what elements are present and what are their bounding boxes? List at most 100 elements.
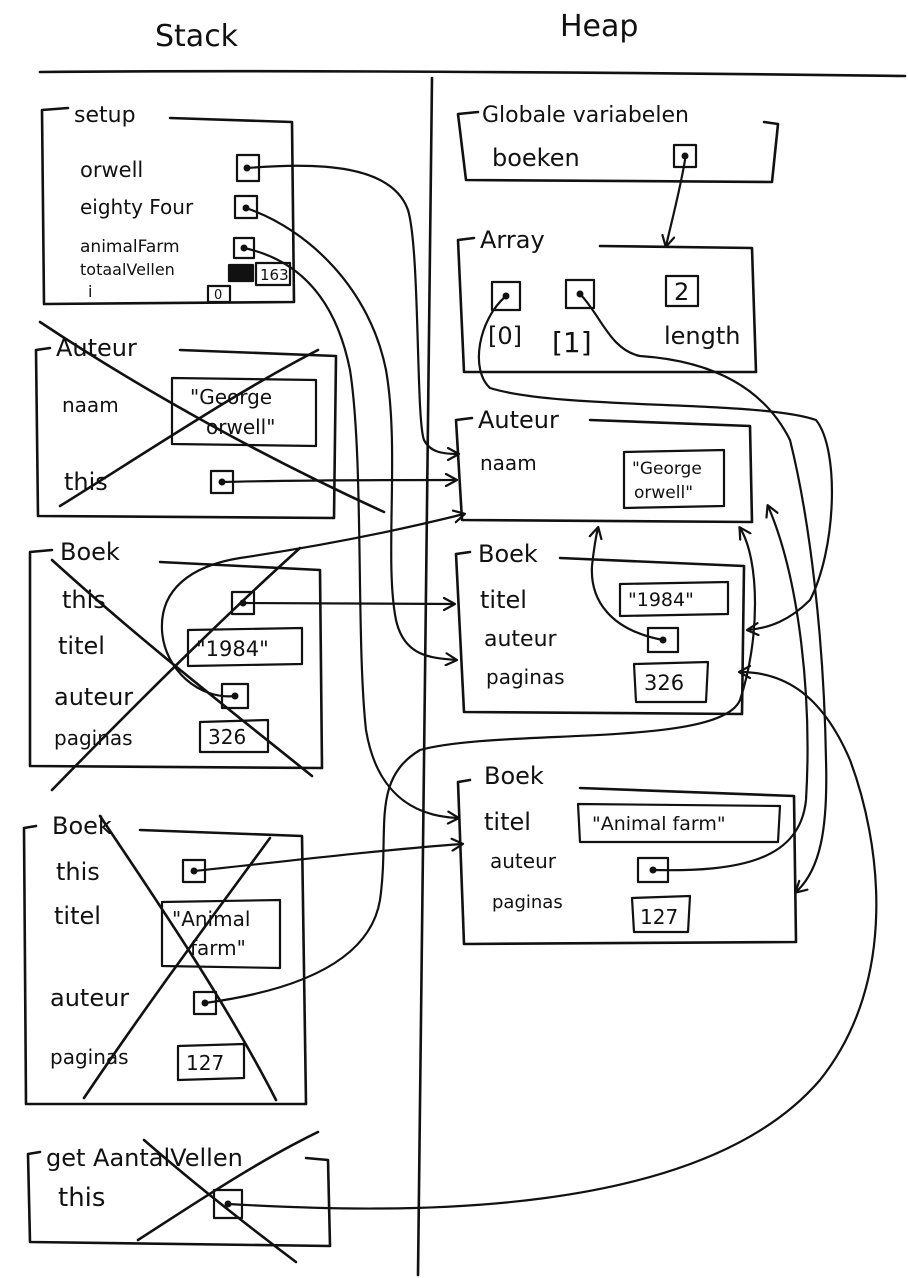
setup-frame: setup orwell eighty Four animalFarm tota… <box>40 103 296 306</box>
var-eightyfour: eighty Four <box>80 195 194 219</box>
getaantal-cross-line-2 <box>136 1130 320 1242</box>
heap-auteur: Auteur naam "George orwell" <box>454 406 754 524</box>
auteur-stack-frame: Auteur naam "George orwell" this <box>34 320 386 520</box>
boek2-stack-paginas-box <box>176 1042 246 1082</box>
heap-auteur-naam-value-1: "George <box>632 459 702 479</box>
auteur-cross-line-2 <box>58 348 320 508</box>
arrow-heapboek2-auteur <box>651 506 809 872</box>
arrow-heapboek1-auteur <box>592 528 665 642</box>
boek1-stack-paginas-value: 326 <box>208 725 246 749</box>
globals-boeken-ref <box>672 143 698 169</box>
heap-boek1-paginas-label: paginas <box>486 665 565 689</box>
heap-auteur-title: Auteur <box>478 406 559 434</box>
boek2-stack-auteur-ref <box>192 990 218 1016</box>
auteur-stack-naam-label: naam <box>62 393 119 417</box>
arrow-eightyfour-to-boek1 <box>244 206 456 660</box>
boek2-stack-title: Boek <box>52 812 112 840</box>
array-ref-1 <box>564 278 596 310</box>
boek2-stack-auteur-label: auteur <box>50 984 129 1012</box>
heap-boek2-auteur-label: auteur <box>490 849 557 873</box>
boek2-stack-this-ref <box>181 858 207 884</box>
heap-boek2-titel-label: titel <box>484 808 531 836</box>
boek2-cross-line-1 <box>98 814 278 1102</box>
getaantal-cross-line-1 <box>142 1138 298 1264</box>
auteur-stack-naam-value-1: "George <box>190 385 272 409</box>
heap-auteur-naam-label: naam <box>480 451 537 475</box>
boek1-stack-titel-label: titel <box>58 632 105 660</box>
heap-boek1-title: Boek <box>478 540 538 568</box>
heap-boek1-titel-value: "1984" <box>628 589 694 611</box>
boek2-stack-frame: Boek this titel "Animal farm" auteur pag… <box>22 812 308 1106</box>
arrow-boek1-this <box>241 603 454 604</box>
heap-boek2-titel-box <box>576 802 782 844</box>
array-ref-0 <box>490 280 522 312</box>
boek2-stack-titel-value-2: farm" <box>190 936 246 960</box>
boek1-stack-auteur-label: auteur <box>54 683 133 711</box>
boek1-stack-frame: Boek this titel "1984" auteur paginas 32… <box>28 538 324 792</box>
heap-globals: Globale variabelen boeken <box>456 103 780 184</box>
auteur-stack-naam-value-2: orwell" <box>206 415 275 439</box>
header-divider <box>38 69 907 78</box>
array-title: Array <box>480 226 545 254</box>
boek2-stack-this-label: this <box>56 858 100 886</box>
array-idx-0: [0] <box>488 322 522 350</box>
heap-boek1-titel-box <box>618 580 730 618</box>
heap-auteur-naam-box <box>622 448 726 510</box>
boek1-cross-line-1 <box>50 558 314 778</box>
arrow-boek2-this <box>192 844 462 873</box>
boek1-stack-paginas-label: paginas <box>54 726 133 750</box>
heap-boek1-auteur-label: auteur <box>484 627 558 652</box>
getaantal-stack-title: get AantalVellen <box>46 1144 243 1172</box>
arrow-array1-to-boek2 <box>578 292 828 892</box>
auteur-stack-this-label: this <box>64 468 108 496</box>
heap-boek2-paginas-box <box>630 894 692 934</box>
heap-boek1-auteur-ref <box>646 626 680 654</box>
heap-boek1-paginas-value: 326 <box>644 671 684 695</box>
arrow-array0-to-boek1 <box>477 294 834 630</box>
heap-boek2-paginas-value: 127 <box>640 905 678 929</box>
totaalvellen-value: 163 <box>260 266 289 284</box>
arrow-boek2-auteur <box>203 528 757 1005</box>
heap-boek2-paginas-label: paginas <box>492 892 563 913</box>
boek2-cross-line-2 <box>82 836 272 1100</box>
var-animalfarm: animalFarm <box>80 237 180 257</box>
stack-column-title: Stack <box>155 19 239 54</box>
boek1-stack-titel-value: "1984" <box>196 637 269 661</box>
heap-boek2: Boek titel "Animal farm" auteur paginas … <box>456 762 798 946</box>
array-length-label: length <box>664 322 741 350</box>
getaantal-stack-frame: get AantalVellen this <box>26 1130 332 1264</box>
boek1-stack-paginas-box <box>198 718 270 754</box>
var-orwell: orwell <box>80 158 143 182</box>
arrow-getaantal-this <box>226 672 878 1210</box>
var-totaalvellen: totaalVellen <box>80 260 175 279</box>
heap-boek2-title: Boek <box>484 762 544 790</box>
globals-boeken-label: boeken <box>492 144 580 172</box>
auteur-stack-naam-box <box>170 376 318 448</box>
var-i: i <box>88 282 92 301</box>
i-value-box <box>206 284 232 304</box>
ref-box-eightyfour <box>233 194 259 220</box>
boek1-stack-title: Boek <box>60 538 120 566</box>
heap-boek1: Boek titel "1984" auteur paginas 326 <box>454 540 746 716</box>
boek2-stack-titel-box <box>160 898 282 970</box>
arrow-boek1-auteur <box>160 514 464 698</box>
column-divider <box>416 76 434 1277</box>
heap-array: Array 2 [0] [1] length <box>456 226 758 374</box>
heap-column-title: Heap <box>560 9 638 44</box>
boek2-stack-paginas-value: 127 <box>186 1051 224 1075</box>
heap-auteur-naam-value-2: orwell" <box>634 483 693 503</box>
totaalvellen-value-box <box>254 261 292 287</box>
i-value: 0 <box>214 288 222 303</box>
array-idx-1: [1] <box>552 326 592 359</box>
boek2-stack-titel-label: titel <box>54 902 101 930</box>
getaantal-stack-this-label: this <box>58 1183 105 1213</box>
ref-box-animalfarm <box>232 236 256 260</box>
arrow-auteur-this <box>220 480 456 482</box>
heap-boek2-titel-value: "Animal farm" <box>592 813 726 835</box>
array-length-box <box>664 274 700 308</box>
heap-boek1-titel-label: titel <box>480 586 527 614</box>
array-length-value: 2 <box>674 278 689 306</box>
heap-boek1-paginas-box <box>632 660 710 704</box>
auteur-cross-line-1 <box>38 320 386 514</box>
